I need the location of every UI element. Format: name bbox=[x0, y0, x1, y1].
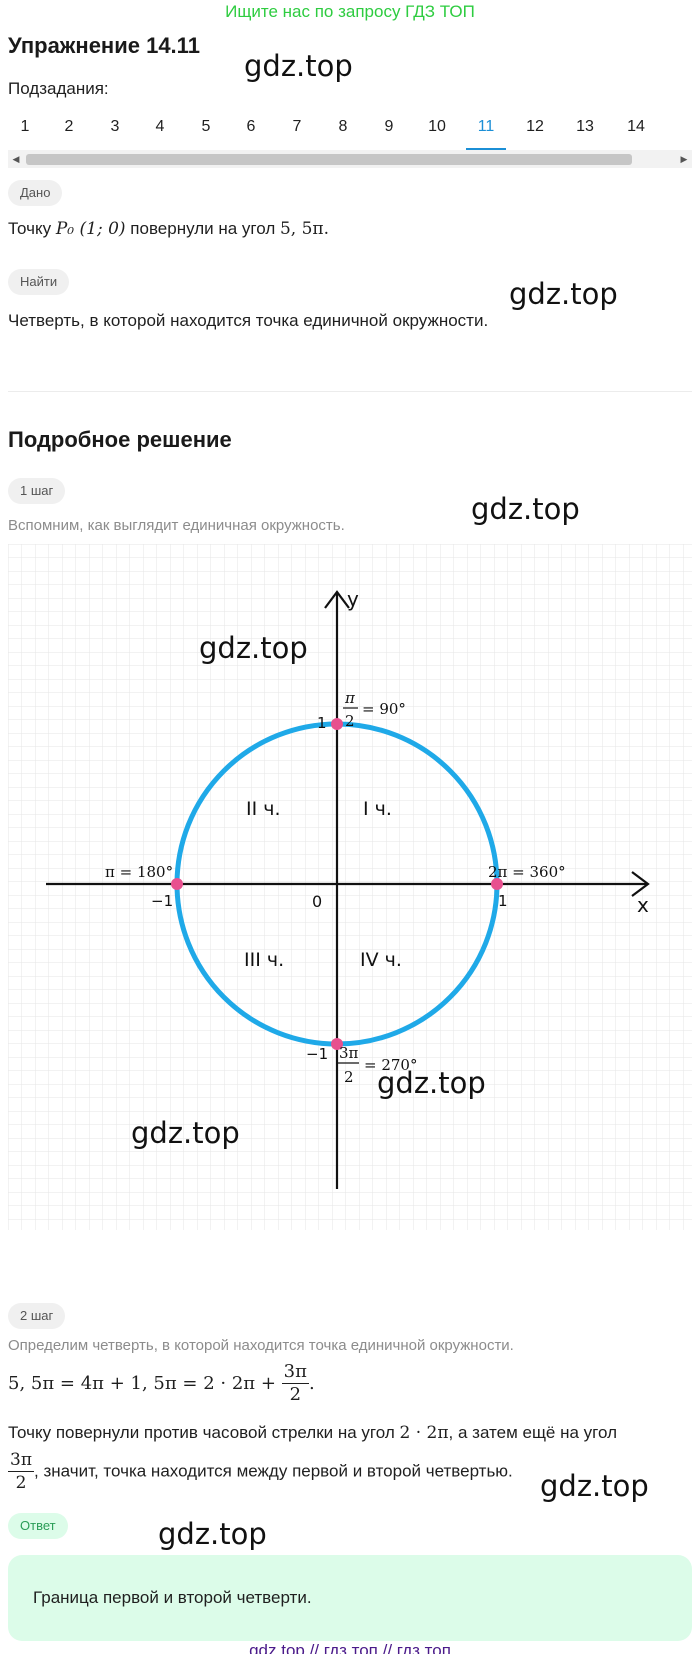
origin-label: 0 bbox=[312, 892, 322, 911]
paragraph-fraction: 3π 2 bbox=[8, 1449, 34, 1494]
solution-title: Подробное решение bbox=[8, 427, 232, 452]
step1-text: Вспомним, как выглядит единичная окружно… bbox=[8, 517, 345, 534]
subtask-tab-6[interactable]: 6 bbox=[246, 118, 256, 135]
tabs-scrollbar[interactable]: ◀ ▶ bbox=[8, 150, 692, 168]
watermark: gdz.top bbox=[158, 1517, 267, 1551]
equation-main: 5, 5π = 4π + 1, 5π = 2 · 2π + bbox=[8, 1373, 276, 1394]
subtask-tab-4[interactable]: 4 bbox=[155, 118, 165, 135]
given-point: P₀ (1; 0) bbox=[55, 219, 126, 239]
step1-chip: 1 шаг bbox=[8, 478, 66, 504]
subtasks-label: Подзадания: bbox=[8, 79, 109, 98]
y-axis-label: y bbox=[347, 587, 359, 611]
answer-box: Граница первой и второй четверти. bbox=[8, 1555, 692, 1641]
grid-background bbox=[8, 544, 692, 1230]
subtask-tab-13[interactable]: 13 bbox=[576, 118, 594, 135]
scroll-right-icon[interactable]: ▶ bbox=[680, 154, 688, 164]
subtask-tab-9[interactable]: 9 bbox=[384, 118, 394, 135]
subtask-tab-2[interactable]: 2 bbox=[64, 118, 74, 135]
paragraph-text-1: Точку повернули против часовой стрелки н… bbox=[8, 1423, 395, 1442]
paragraph-math-1: 2 · 2π bbox=[399, 1423, 449, 1443]
subtask-tab-12[interactable]: 12 bbox=[526, 118, 544, 135]
tick-pos-x: 1 bbox=[498, 892, 508, 910]
given-text-a: Точку bbox=[8, 219, 52, 238]
watermark: gdz.top bbox=[244, 49, 353, 83]
watermark: gdz.top bbox=[540, 1469, 649, 1503]
tick-neg-y: −1 bbox=[306, 1045, 328, 1063]
quadrant-1-label: I ч. bbox=[363, 798, 392, 820]
subtask-tab-10[interactable]: 10 bbox=[428, 118, 446, 135]
quadrant-3-label: III ч. bbox=[244, 949, 284, 971]
find-text: Четверть, в которой находится точка един… bbox=[8, 311, 489, 330]
answer-text: Граница первой и второй четверти. bbox=[33, 1588, 312, 1607]
top-angle-rest: = 90° bbox=[362, 700, 406, 718]
left-angle-label: π = 180° bbox=[105, 863, 173, 881]
equation-fraction: 3π 2 bbox=[281, 1361, 309, 1406]
subtask-tab-11[interactable]: 11 bbox=[477, 118, 495, 135]
subtask-tab-7[interactable]: 7 bbox=[292, 118, 302, 135]
equation-num: 3π bbox=[281, 1361, 309, 1384]
quadrant-4-label: IV ч. bbox=[360, 949, 402, 971]
subtask-tab-1[interactable]: 1 bbox=[20, 118, 30, 135]
given-text-b: повернули на угол bbox=[130, 219, 276, 238]
subtask-tab-3[interactable]: 3 bbox=[110, 118, 120, 135]
step2-chip: 2 шаг bbox=[8, 1303, 66, 1329]
watermark: gdz.top bbox=[131, 1116, 240, 1150]
x-axis-label: x bbox=[637, 893, 649, 917]
watermark: gdz.top bbox=[509, 277, 618, 311]
paragraph-text-2: , а затем ещё на угол bbox=[448, 1423, 618, 1442]
tick-neg-x: −1 bbox=[151, 892, 173, 910]
bottom-angle-rest: = 270° bbox=[364, 1056, 417, 1074]
subtask-tab-14[interactable]: 14 bbox=[627, 118, 645, 135]
watermark: gdz.top bbox=[199, 631, 308, 665]
quadrant-2-label: II ч. bbox=[246, 798, 281, 820]
find-chip: Найти bbox=[8, 269, 70, 295]
equation-end: . bbox=[308, 1373, 315, 1394]
paragraph-num: 3π bbox=[8, 1450, 34, 1472]
given-angle: 5, 5π. bbox=[279, 219, 330, 239]
step2-text: Определим четверть, в которой находится … bbox=[8, 1337, 514, 1354]
divider bbox=[8, 391, 692, 392]
answer-chip: Ответ bbox=[8, 1513, 68, 1539]
step2-paragraph-line1: Точку повернули против часовой стрелки н… bbox=[8, 1423, 692, 1443]
tick-pos-y: 1 bbox=[317, 714, 327, 732]
promo-banner[interactable]: Ищите нас по запросу ГДЗ ТОП bbox=[225, 2, 475, 21]
bottom-angle-den: 2 bbox=[344, 1068, 354, 1086]
x-axis-arrow-icon bbox=[631, 871, 650, 897]
y-axis-arrow-icon bbox=[324, 590, 350, 609]
right-angle-label: 2π = 360° bbox=[488, 863, 566, 881]
bottom-angle-num: 3π bbox=[339, 1044, 359, 1062]
active-tab-indicator bbox=[466, 148, 506, 150]
step2-equation: 5, 5π = 4π + 1, 5π = 2 · 2π + 3π 2 . bbox=[8, 1361, 315, 1406]
given-chip: Дано bbox=[8, 180, 63, 206]
watermark: gdz.top bbox=[377, 1066, 486, 1100]
top-angle-num: π bbox=[344, 689, 356, 707]
subtask-tab-8[interactable]: 8 bbox=[338, 118, 348, 135]
watermark: gdz.top bbox=[471, 492, 580, 526]
step2-paragraph-line2: 3π 2 , значит, точка находится между пер… bbox=[8, 1449, 513, 1494]
scroll-left-icon[interactable]: ◀ bbox=[12, 154, 20, 164]
given-text: Точку P₀ (1; 0) повернули на угол 5, 5π. bbox=[8, 219, 329, 239]
top-angle-den: 2 bbox=[345, 712, 355, 730]
exercise-title: Упражнение 14.11 bbox=[8, 33, 200, 58]
point-left bbox=[171, 878, 183, 890]
paragraph-den: 2 bbox=[15, 1473, 27, 1493]
paragraph-text-3: , значит, точка находится между первой и… bbox=[34, 1461, 513, 1481]
point-right bbox=[491, 878, 503, 890]
point-bottom bbox=[331, 1038, 343, 1050]
equation-den: 2 bbox=[289, 1384, 302, 1405]
subtask-tab-5[interactable]: 5 bbox=[201, 118, 211, 135]
point-top bbox=[331, 718, 343, 730]
scroll-thumb[interactable] bbox=[26, 154, 632, 165]
footer-links[interactable]: gdz top // гдз топ // гдз топ bbox=[249, 1641, 451, 1654]
unit-circle-figure: y x 0 1 −1 1 −1 I ч. II ч. III ч. IV ч. … bbox=[8, 544, 692, 1230]
